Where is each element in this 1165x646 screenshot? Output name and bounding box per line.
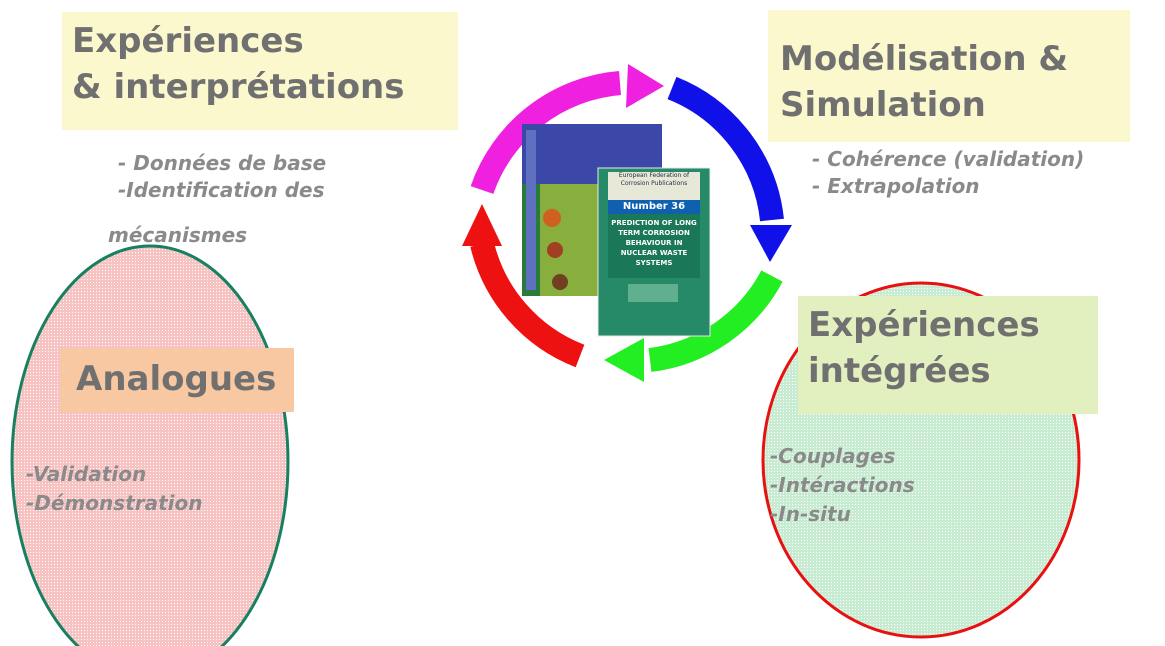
left-ellipse-bullet-2: -Démonstration: [26, 491, 203, 515]
top-right-bullet-1: - Cohérence (validation): [812, 147, 1085, 171]
top-left-bullet-1: - Données de base: [118, 151, 327, 175]
left-ellipse: [10, 244, 290, 646]
right-ellipse-bullets: -Couplages -Intéractions -In-situ: [770, 442, 915, 529]
top-left-title-highlight: [62, 12, 458, 130]
top-right-bullets: - Cohérence (validation) - Extrapolation: [812, 146, 1084, 200]
top-right-title-line2: Simulation: [780, 85, 986, 125]
cycle-arrow-green: [648, 270, 783, 372]
top-left-title-line2: & interprétations: [72, 67, 405, 107]
top-left-title: Expériences & interprétations: [72, 18, 405, 110]
cycle-arrow-blue: [667, 76, 784, 222]
top-left-bullet-2-cont: mécanismes: [108, 223, 248, 247]
book-number: Number 36: [622, 201, 686, 212]
right-ellipse-bullet-3: -In-situ: [770, 502, 851, 526]
integrated-highlight: [798, 296, 1098, 414]
top-left-bullet-2: -Identification des: [118, 178, 325, 202]
magenta-arrowhead: [626, 64, 664, 108]
integrated-title-line1: Expériences: [808, 305, 1040, 345]
right-ellipse-bullet-2: -Intéractions: [770, 473, 915, 497]
green-arrowhead: [604, 338, 644, 382]
blue-arrowhead: [750, 225, 792, 262]
integrated-title-line2: intégrées: [808, 351, 991, 391]
red-arrowhead: [462, 204, 502, 246]
integrated-title: Expériences intégrées: [808, 302, 1040, 394]
top-right-title-line1: Modélisation &: [780, 39, 1069, 79]
top-right-title: Modélisation & Simulation: [780, 36, 1068, 128]
top-left-bullets: - Données de base -Identification des: [118, 150, 326, 204]
top-left-title-line1: Expériences: [72, 21, 304, 61]
book-front-cover: [597, 167, 711, 337]
left-ellipse-bullets: -Validation -Démonstration: [26, 460, 203, 518]
book-publisher: European Federation of Corrosion Publica…: [618, 172, 690, 187]
left-ellipse-bullet-1: -Validation: [26, 462, 147, 486]
book-title: PREDICTION OF LONG TERM CORROSION BEHAVI…: [611, 219, 697, 267]
cycle-arrow-magenta: [470, 71, 622, 195]
right-ellipse-bullet-1: -Couplages: [770, 444, 896, 468]
cycle-arrow-red: [470, 240, 585, 368]
analogues-highlight: [60, 348, 294, 412]
top-right-bullet-2: - Extrapolation: [812, 174, 980, 198]
top-right-title-highlight: [768, 10, 1130, 142]
analogues-title: Analogues: [76, 359, 277, 399]
